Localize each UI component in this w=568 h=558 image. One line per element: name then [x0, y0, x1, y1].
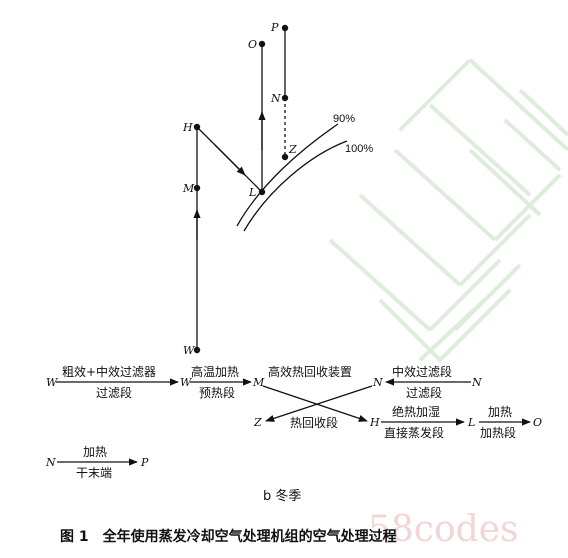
point-P: [281, 24, 289, 32]
flow-step2-top: 高温加热: [191, 364, 239, 379]
terminal-N: N: [45, 456, 56, 469]
flow-recovery-bottom: 热回收段: [290, 415, 338, 430]
point-O: [258, 40, 266, 48]
curve-100: [243, 140, 348, 232]
terminal-bottom: 干末端: [76, 466, 112, 480]
watermark-text: 58codes: [368, 509, 518, 550]
flow-O: O: [533, 416, 542, 429]
point-W: [193, 346, 201, 354]
point-H: [193, 123, 201, 131]
point-label-Z: Z: [288, 143, 297, 156]
subcaption: b 冬季: [263, 488, 301, 504]
flow-step2-bottom: 预热段: [199, 385, 235, 400]
flow-Z: Z: [253, 416, 262, 429]
flow-step3-bottom: 过滤段: [406, 385, 442, 400]
flow-step5-top: 加热: [488, 405, 512, 419]
flow-W-mid: W: [180, 376, 193, 389]
flow-recovery-label: 高效热回收装置: [268, 364, 352, 379]
point-N: [281, 94, 289, 102]
flow-step1-top: 粗效+中效过滤器: [62, 364, 156, 379]
flow-W-left: W: [46, 376, 59, 389]
point-label-N: N: [270, 92, 281, 105]
point-label-O: O: [248, 38, 257, 51]
label-90: 90%: [333, 113, 355, 125]
terminal-P: P: [140, 456, 149, 469]
watermark-pattern: [328, 58, 568, 363]
figure-caption: 图 1 全年使用蒸发冷却空气处理机组的空气处理过程: [60, 528, 397, 545]
flow-step4-bottom: 直接蒸发段: [384, 425, 444, 440]
point-label-L: L: [248, 186, 256, 199]
flow-step3-top: 中效过滤段: [392, 364, 452, 379]
point-label-H: H: [182, 121, 193, 134]
flow-step1-bottom: 过滤段: [96, 385, 132, 400]
terminal-top: 加热: [83, 445, 107, 459]
flow-L: L: [467, 416, 475, 429]
flow-N-right: N: [471, 376, 482, 389]
point-M: [193, 184, 201, 192]
point-label-P: P: [270, 21, 279, 34]
flow-M: M: [252, 376, 265, 389]
flow-step4-top: 绝热加湿: [392, 404, 440, 419]
flow-cross-M-H: [262, 385, 368, 422]
curve-90: [236, 123, 339, 227]
point-label-M: M: [182, 182, 195, 195]
flow-H: H: [369, 416, 380, 429]
point-L: [258, 188, 266, 196]
label-100: 100%: [345, 143, 373, 155]
point-label-W: W: [183, 344, 196, 357]
arrow-H-L: [214, 144, 246, 176]
flow-N-mid: N: [372, 376, 383, 389]
flow-cross-N-Z: [265, 385, 373, 422]
flow-step5-bottom: 加热段: [480, 425, 516, 440]
point-Z: [281, 153, 289, 161]
